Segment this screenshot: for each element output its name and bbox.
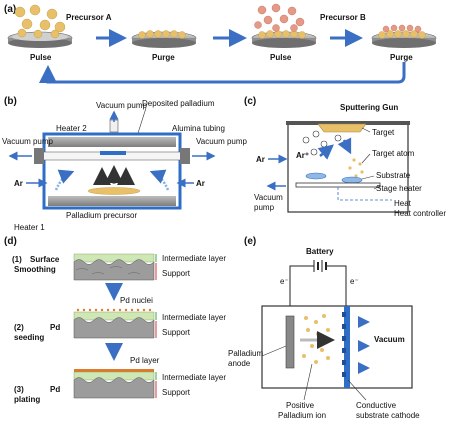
panel-c-letter: (c) — [244, 96, 256, 107]
step1-name-2: Smoothing — [14, 265, 56, 274]
heat-controller-label-1: Heat — [394, 199, 412, 208]
palladium-anode — [285, 315, 295, 369]
positive-ion-label-1: Positive — [286, 401, 315, 410]
electroplating-cell — [261, 305, 413, 389]
target-atom-label: Target atom — [372, 149, 415, 158]
panel-d: (d) (1) Surface Smoothing Intermediate l… — [4, 236, 226, 404]
heater2 — [48, 137, 176, 147]
panel-a: (a) Precursor A Pulse Purge — [4, 3, 437, 84]
dish-pulse-1 — [7, 4, 73, 48]
step3-name: Pd — [50, 385, 60, 394]
cathode-label-1: Conductive — [356, 401, 397, 410]
vacuum-label: Vacuum — [374, 335, 405, 344]
step3-number: (3) — [14, 385, 24, 394]
positive-ion-label-2: Palladium ion — [278, 411, 326, 420]
layer-stack-2 — [73, 308, 155, 339]
substrates — [305, 172, 363, 184]
pd-layer-label: Pd layer — [130, 356, 160, 365]
flange-left — [34, 148, 44, 164]
dish-pulse-2 — [251, 3, 317, 48]
palladium-precursor-label: Palladium precursor — [66, 211, 137, 220]
flange-right — [180, 148, 190, 164]
deposited-palladium — [100, 151, 126, 155]
electron-right: e⁻ — [350, 277, 359, 286]
step2-name: Pd — [50, 323, 60, 332]
gas-flow-arrows — [93, 165, 135, 185]
layer-stack-1 — [73, 253, 155, 281]
substrate-label: Substrate — [376, 171, 411, 180]
heater2-label: Heater 2 — [56, 124, 87, 133]
layer-stack-3 — [73, 369, 155, 399]
step1-name: Surface — [30, 255, 60, 264]
step2-number: (2) — [14, 323, 24, 332]
substrate-cathode — [342, 306, 350, 388]
step1-number: (1) — [12, 255, 22, 264]
step3-name-2: plating — [14, 395, 40, 404]
support-label-1: Support — [162, 269, 191, 278]
vacuum-arrows — [358, 316, 370, 374]
precursor-a-label: Precursor A — [66, 13, 112, 22]
ar-ions — [302, 130, 342, 156]
cycle-return-arrow — [39, 62, 406, 84]
panel-b: (b) Vacuum pump Deposited palladium Heat… — [2, 96, 248, 232]
cathode-label-2: substrate cathode — [356, 411, 420, 420]
step-pulse-2: Pulse — [270, 53, 292, 62]
panel-e-letter: (e) — [244, 236, 256, 247]
ar-inlet-label: Ar — [256, 155, 265, 164]
step-purge-1: Purge — [152, 53, 175, 62]
palladium-precursor — [87, 187, 141, 195]
support-label-3: Support — [162, 388, 191, 397]
heat-controller-label-2: Heat controller — [394, 209, 446, 218]
palladium-anode-label-2: anode — [228, 359, 251, 368]
step-purge-2: Purge — [390, 53, 413, 62]
electron-left: e⁻ — [280, 277, 289, 286]
vacuum-pump-left-label: Vacuum pump — [2, 137, 54, 146]
stage-heater — [295, 182, 381, 188]
heater1 — [48, 196, 176, 206]
vacuum-pump-c-label-2: pump — [254, 203, 275, 212]
panel-c: (c) Sputtering Gun Target Ar⁺ Target ato… — [244, 96, 446, 218]
deposited-palladium-label: Deposited palladium — [142, 99, 215, 108]
alumina-tubing-label: Alumina tubing — [172, 124, 225, 133]
ar-right-label: Ar — [196, 179, 205, 188]
panel-b-letter: (b) — [4, 96, 17, 107]
stage-heater-label: Stage heater — [376, 184, 422, 193]
battery-label: Battery — [306, 247, 334, 256]
precursor-b-label: Precursor B — [320, 13, 366, 22]
pd-nuclei-label: Pd nuclei — [120, 296, 153, 305]
vacuum-pump-c-label-1: Vacuum — [254, 193, 283, 202]
support-label-2: Support — [162, 328, 191, 337]
heater1-label: Heater 1 — [14, 223, 45, 232]
step-pulse-1: Pulse — [30, 53, 52, 62]
target — [317, 123, 367, 133]
precursor-b-particles — [254, 3, 305, 32]
intermediate-layer-label-3: Intermediate layer — [162, 373, 226, 382]
panel-e: (e) Battery e⁻ e⁻ — [228, 236, 420, 420]
vacuum-pump-right-label: Vacuum pump — [196, 137, 248, 146]
dish-purge-1 — [131, 30, 197, 48]
panel-a-letter: (a) — [4, 4, 16, 15]
precursor-a-particles — [14, 4, 66, 39]
panel-d-letter: (d) — [4, 236, 17, 247]
dish-purge-2 — [371, 24, 437, 48]
battery-circuit — [289, 260, 347, 306]
vacuum-pump-top-label: Vacuum pump — [96, 101, 148, 110]
intermediate-layer-label-1: Intermediate layer — [162, 254, 226, 263]
sputtering-gun-label: Sputtering Gun — [340, 103, 398, 112]
ar-plus-label: Ar⁺ — [296, 151, 309, 160]
step2-name-2: seeding — [14, 333, 44, 342]
intermediate-layer-label-2: Intermediate layer — [162, 313, 226, 322]
palladium-anode-label-1: Palladium — [228, 349, 263, 358]
ar-left-label: Ar — [14, 179, 23, 188]
heat-controller-link — [337, 187, 392, 201]
target-label: Target — [372, 128, 395, 137]
